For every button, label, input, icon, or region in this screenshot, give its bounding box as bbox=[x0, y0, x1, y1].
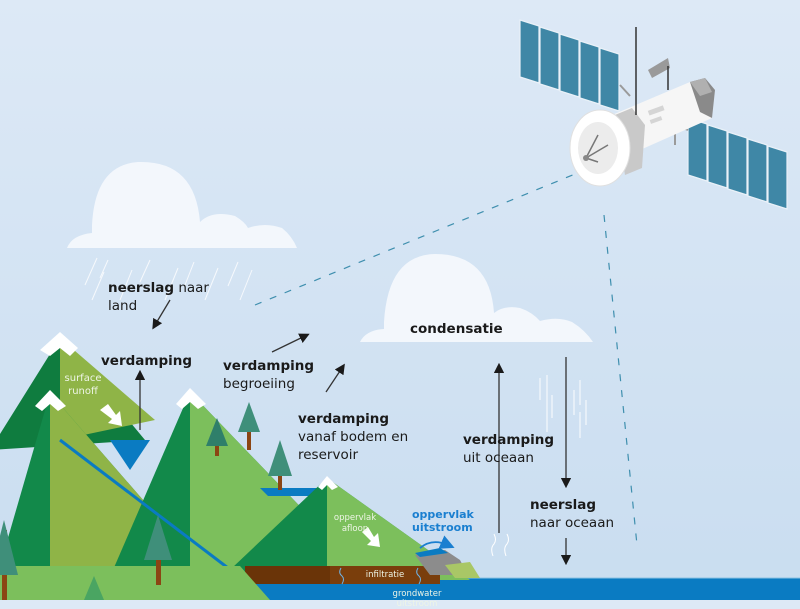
rain-right bbox=[539, 375, 587, 438]
flow-arrows bbox=[134, 299, 572, 566]
infiltration-squiggles bbox=[339, 567, 421, 585]
mountains bbox=[0, 332, 480, 600]
label-infiltratie: infiltratie bbox=[365, 570, 405, 580]
evaporation-wisps bbox=[491, 533, 509, 557]
tree bbox=[238, 402, 260, 450]
label-grondwater-uitstroom: grondwater uitstroom bbox=[392, 589, 442, 609]
arrow-neerslag-land bbox=[152, 299, 171, 330]
tree bbox=[144, 515, 172, 585]
trees bbox=[0, 402, 292, 600]
cloud-left bbox=[67, 161, 297, 248]
tree bbox=[268, 440, 292, 490]
ocean bbox=[420, 578, 800, 600]
satellite-signal-lines bbox=[254, 171, 638, 546]
runoff-arrows bbox=[100, 404, 380, 547]
uitstroom-arrow bbox=[419, 535, 455, 549]
tree bbox=[84, 576, 104, 600]
tree bbox=[206, 418, 228, 456]
arrow-verdamping-begroeiing bbox=[271, 333, 310, 353]
rain-left bbox=[84, 257, 253, 301]
cloud-right bbox=[360, 254, 593, 342]
label-verdamping-mountain: verdamping bbox=[101, 353, 193, 369]
label-condensatie: condensatie bbox=[410, 321, 503, 337]
tree bbox=[0, 520, 18, 600]
satellite-icon bbox=[519, 19, 788, 210]
arrow-verdamping-bodem bbox=[325, 363, 345, 393]
